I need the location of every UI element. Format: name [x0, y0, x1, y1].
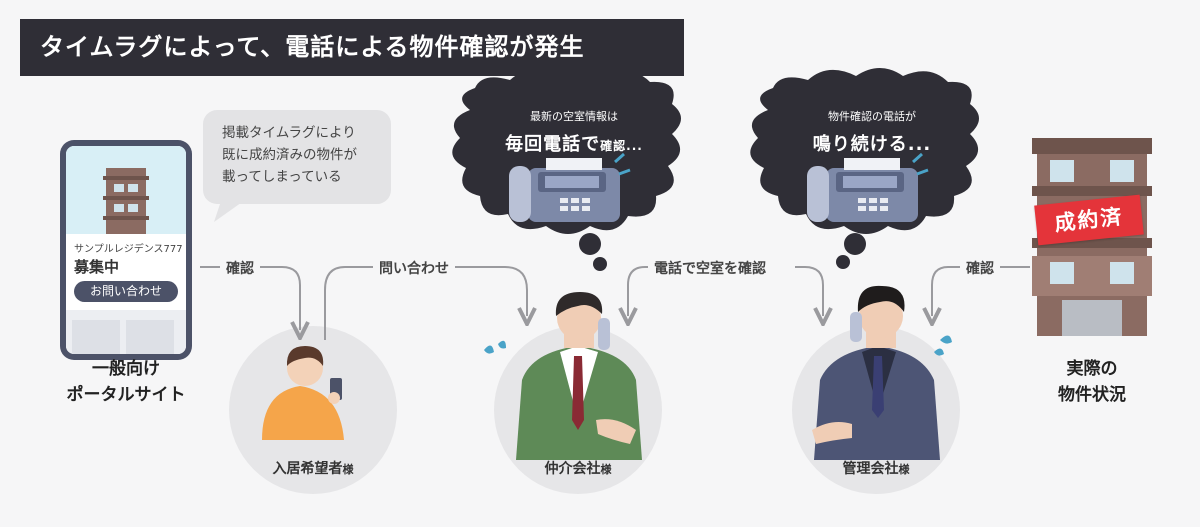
manager-person-illustration: [812, 285, 952, 460]
applicant-person-illustration: [262, 346, 344, 440]
fax-machine-left-icon: [509, 152, 631, 222]
arrow-building-to-manager: [932, 266, 1030, 316]
speech-line-3: 載ってしまっている: [222, 169, 342, 185]
portal-label-line-2: ポータルサイト: [66, 385, 186, 405]
cloud-left-suffix: 確認...: [600, 139, 643, 153]
cloud-right-caption: 物件確認の電話が: [828, 110, 916, 123]
applicant-label: 入居希望者: [272, 461, 343, 477]
connector-arrows: [200, 266, 1030, 340]
broker-label: 仲介会社: [544, 461, 601, 477]
broker-person-illustration: [484, 292, 642, 460]
edge-label-confirm-right: 確認: [960, 258, 1000, 278]
arrow-manager-to-broker: [628, 266, 660, 316]
cloud-left-caption: 最新の空室情報は: [530, 110, 618, 123]
fax-machine-right-icon: [807, 152, 929, 222]
portal-label: 一般向け ポータルサイト: [46, 356, 206, 408]
applicant-suffix: 様: [342, 463, 354, 476]
phone-property-name: サンプルレジデンス777: [74, 244, 183, 255]
actual-status-label: 実際の 物件状況: [1012, 356, 1172, 408]
node-label-broker: 仲介会社様: [498, 458, 658, 478]
phone-inquiry-button: お問い合わせ: [74, 281, 178, 302]
speech-bubble-shape: [203, 110, 391, 222]
speech-line-1: 掲載タイムラグにより: [222, 125, 356, 141]
portal-label-line-1: 一般向け: [92, 359, 160, 379]
speech-line-2: 既に成約済みの物件が: [222, 147, 357, 163]
actual-label-line-2: 物件状況: [1058, 385, 1126, 405]
cloud-right-headline: 鳴り続ける...: [812, 134, 932, 155]
broker-suffix: 様: [600, 463, 612, 476]
manager-suffix: 様: [898, 463, 910, 476]
edge-label-confirm-left: 確認: [220, 258, 260, 278]
node-label-applicant: 入居希望者様: [233, 458, 393, 478]
edge-label-inquiry: 問い合わせ: [373, 258, 455, 278]
actual-label-line-1: 実際の: [1066, 359, 1118, 379]
cloud-left-headline: 毎回電話で確認...: [464, 130, 684, 156]
edge-label-phone-check: 電話で空室を確認: [648, 258, 772, 278]
smartphone-illustration: [60, 140, 192, 360]
page-title: タイムラグによって、電話による物件確認が発生: [20, 19, 684, 76]
arrow-portal-to-applicant: [200, 266, 300, 330]
speech-bubble-text: 掲載タイムラグにより 既に成約済みの物件が 載ってしまっている: [222, 122, 357, 188]
manager-label: 管理会社: [842, 461, 899, 477]
phone-status: 募集中: [74, 258, 120, 276]
arrow-broker-to-manager: [795, 266, 823, 316]
node-label-manager: 管理会社様: [796, 458, 956, 478]
cloud-left-big-text: 毎回電話で: [505, 134, 601, 155]
